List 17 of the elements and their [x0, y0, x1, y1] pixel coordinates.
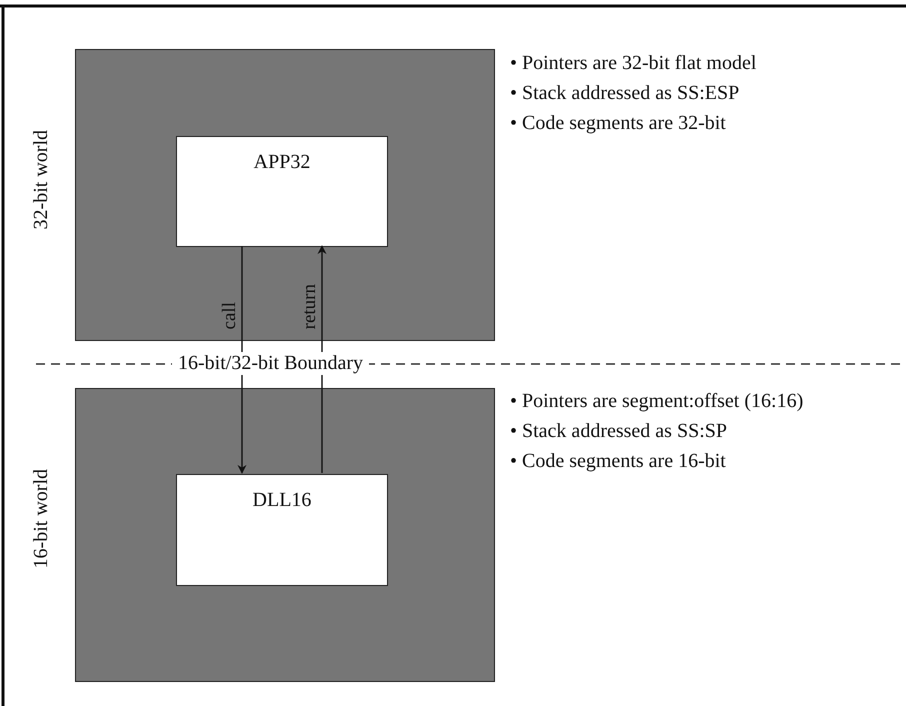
bullet-item: • Pointers are 32-bit flat model	[510, 52, 756, 75]
arrow	[318, 245, 326, 473]
bullet-item: • Stack addressed as SS:SP	[510, 420, 728, 443]
module-box	[176, 136, 388, 247]
edge-label: call	[220, 302, 239, 329]
module-box	[176, 474, 388, 586]
panel-title: 32-bit world	[30, 130, 53, 230]
bullet-item: • Code segments are 16-bit	[510, 450, 726, 473]
arrow	[238, 246, 246, 474]
box-label: APP32	[252, 151, 312, 174]
panel-title: 16-bit world	[30, 469, 53, 568]
bullet-item: • Pointers are segment:offset (16:16)	[510, 390, 804, 413]
box-label: DLL16	[252, 489, 312, 512]
bullet-item: • Code segments are 32-bit	[510, 112, 726, 135]
bullet-item: • Stack addressed as SS:ESP	[510, 82, 740, 105]
boundary-label: 16-bit/32-bit Boundary	[172, 352, 369, 375]
edge-label: return	[300, 284, 319, 329]
